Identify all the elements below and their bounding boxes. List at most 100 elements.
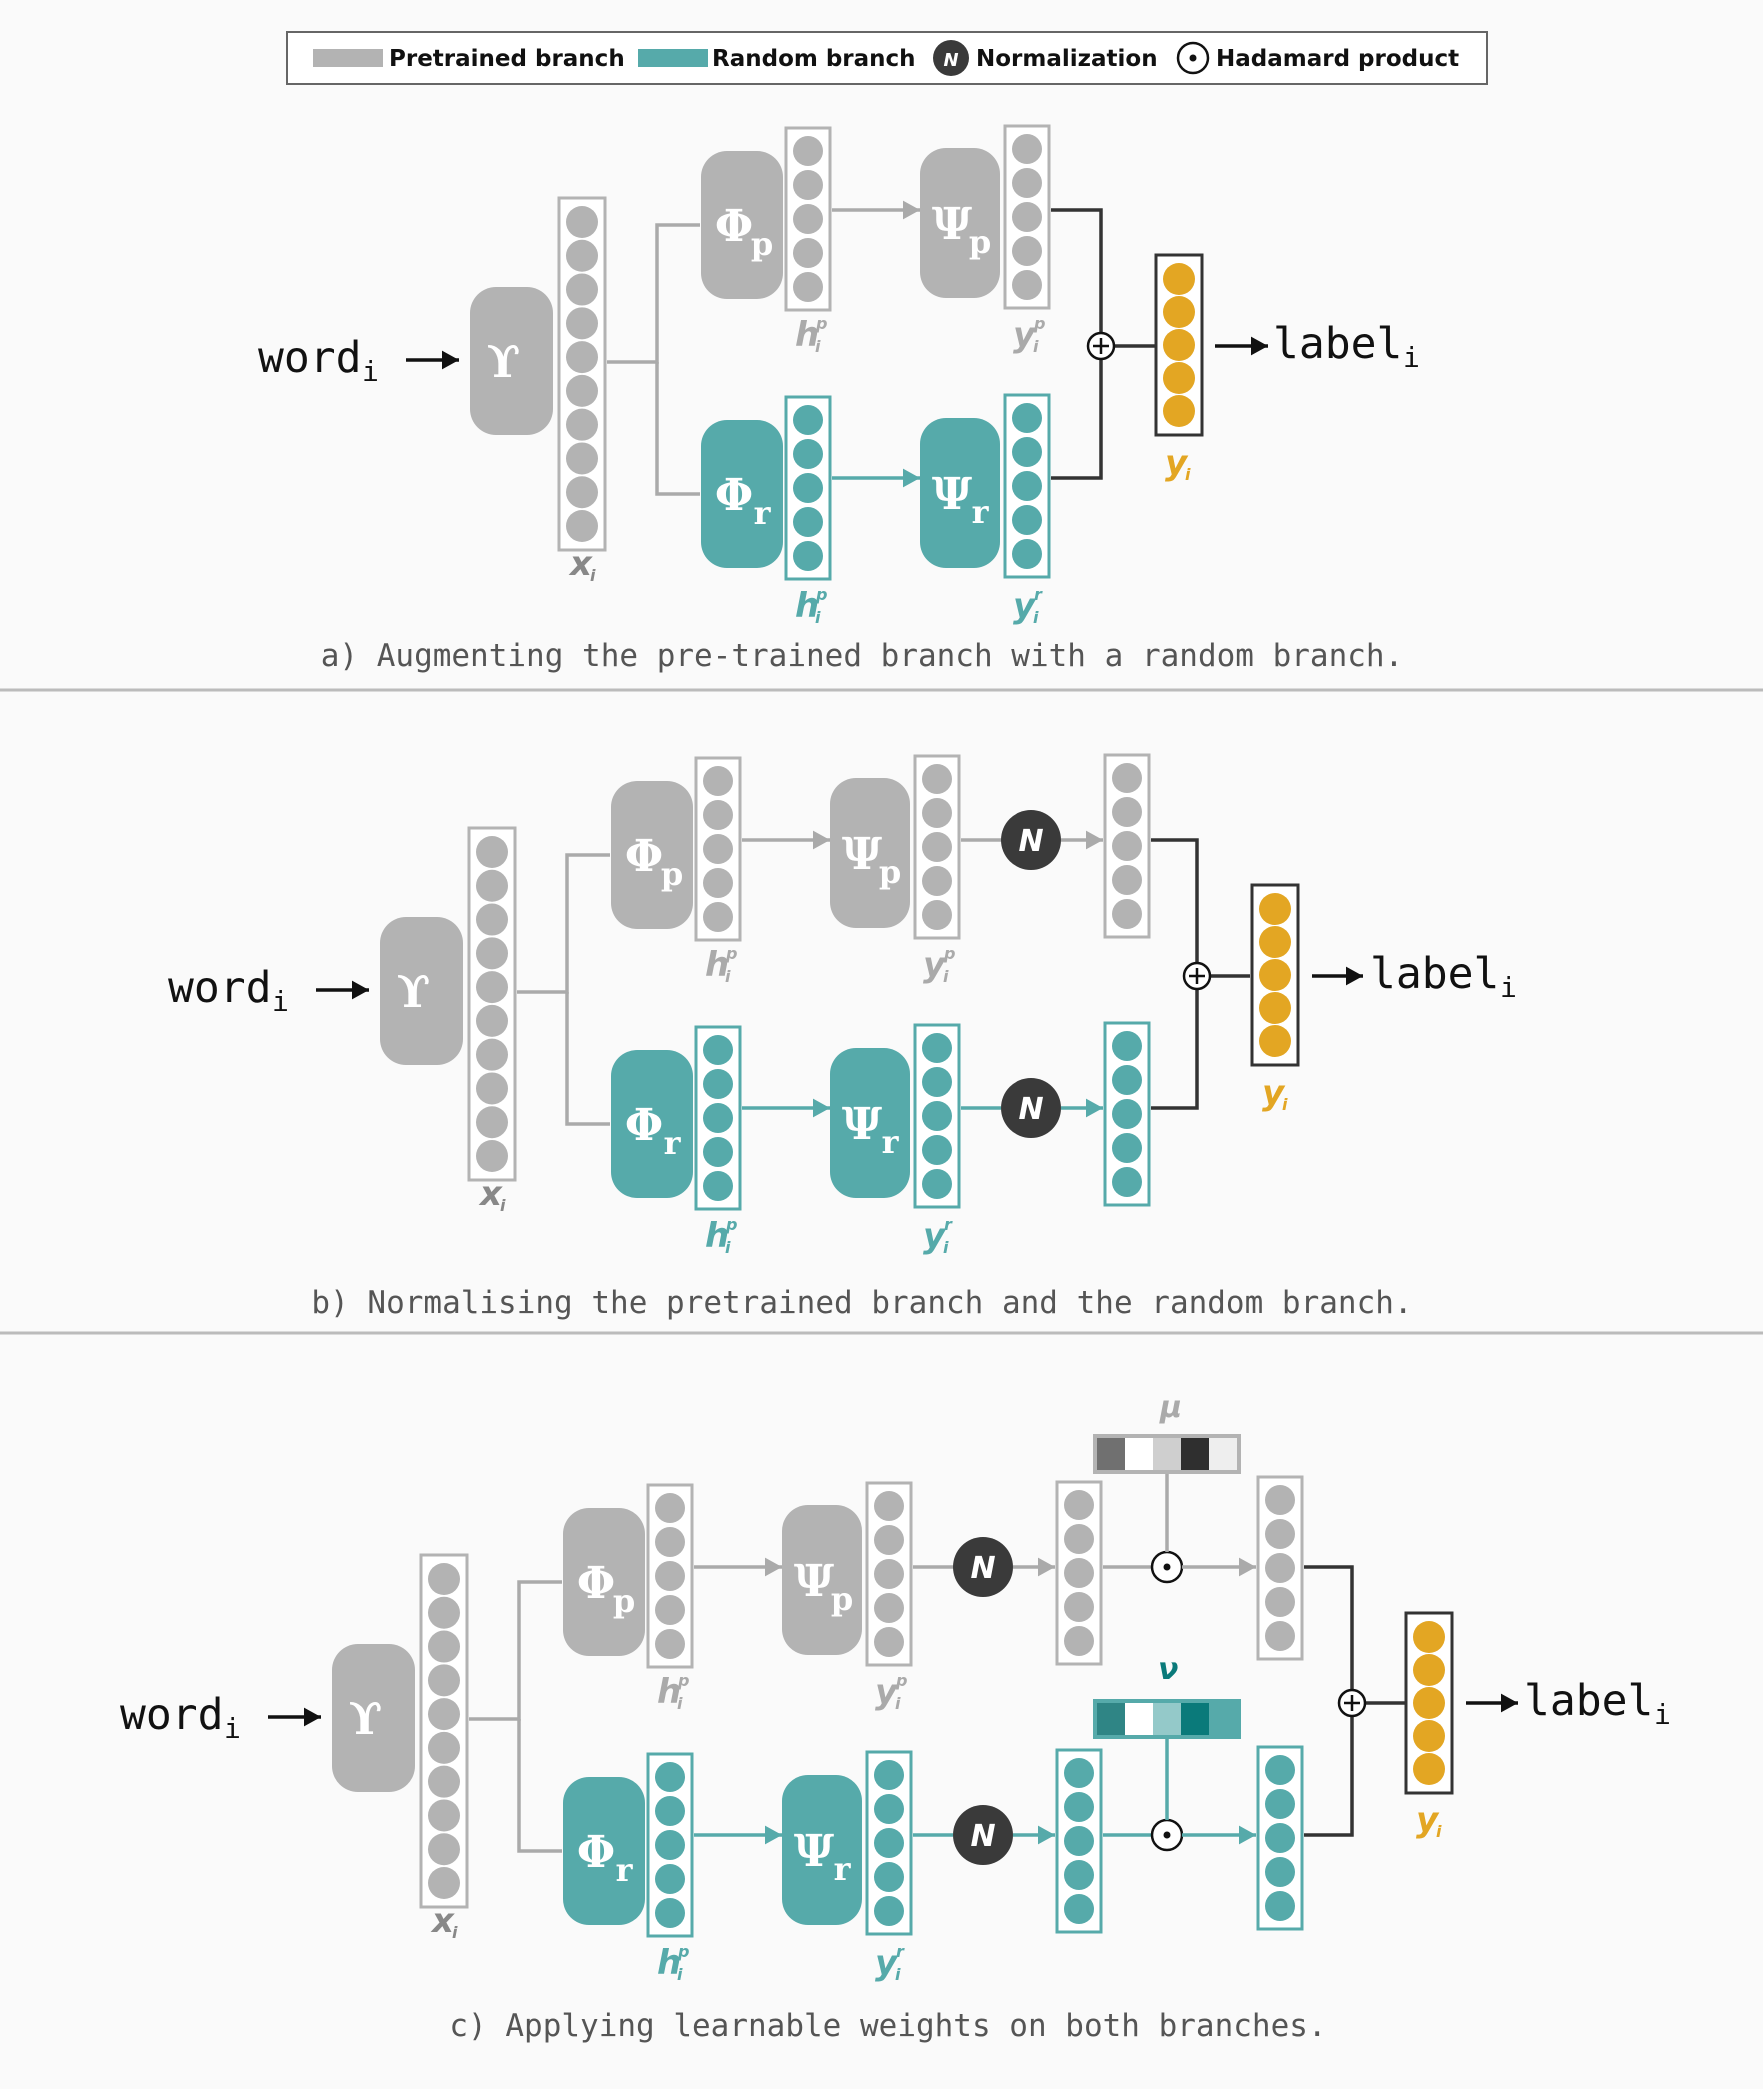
h-r-vector-unit: [703, 1035, 733, 1065]
phi-r-block-symbol: Φ: [577, 1827, 615, 1878]
x-vector-unit: [566, 510, 598, 542]
word-input-sub: i: [272, 985, 289, 1018]
h-p-vector-unit: [655, 1493, 685, 1523]
y-output-vector-unit: [1259, 959, 1291, 991]
x-vector-unit: [476, 1038, 508, 1071]
norm-node-top-label: N: [1018, 824, 1043, 859]
y-r-vector-unit: [1012, 403, 1042, 433]
y-r-vector-unit: [874, 1896, 904, 1926]
x-vector-unit: [428, 1664, 460, 1697]
y-p-vector-unit: [1012, 134, 1042, 164]
y-r-vector-unit: [1012, 539, 1042, 569]
x-vector-unit: [566, 341, 598, 374]
mu-weight-cell: [1125, 1438, 1153, 1470]
h-p-vector-unit: [703, 800, 733, 830]
x-vector-unit: [428, 1731, 460, 1764]
x-vector-unit: [476, 1106, 508, 1139]
h-r-label-sub: i: [725, 1238, 731, 1257]
y-r-vector-unit: [922, 1067, 952, 1097]
h-r-label: h: [657, 1943, 681, 1983]
x-vector-unit: [566, 476, 598, 509]
norm-p-vector-unit: [1112, 865, 1142, 895]
weighted-p-vector-unit: [1265, 1553, 1295, 1583]
hadamard-node-bottom-dot: [1163, 1831, 1171, 1839]
h-r-vector-unit: [793, 507, 823, 537]
psi-p-block-sub: p: [879, 853, 901, 891]
norm-r-vector-unit: [1112, 1133, 1142, 1163]
norm-bottom-arrow-head: [1038, 1825, 1055, 1845]
phi-r-to-psi-r-head: [903, 468, 920, 488]
output-arrow-head: [1251, 336, 1268, 356]
y-p-vector-unit: [1012, 270, 1042, 300]
nu-weight-cell: [1097, 1703, 1125, 1735]
h-p-label-sub: i: [677, 1694, 683, 1713]
x-vector-unit: [476, 937, 508, 970]
h-r-label-sup: p: [725, 1215, 737, 1234]
mu-weight-cell: [1097, 1438, 1125, 1470]
psi-r-block-sub: r: [834, 1850, 852, 1888]
phi-r-block-symbol: Φ: [625, 1100, 663, 1151]
y-output-vector-unit: [1163, 362, 1195, 394]
caption-a: a) Augmenting the pre-trained branch wit…: [321, 638, 1404, 674]
h-r-label: h: [705, 1216, 729, 1256]
y-r-vector-unit: [1012, 505, 1042, 535]
psi-p-block-symbol: Ψ: [842, 829, 882, 880]
norm-p-vector-unit: [1064, 1626, 1094, 1656]
psi-r-block-symbol: Ψ: [932, 469, 972, 520]
word-input-sub: i: [362, 355, 379, 388]
y-p-vector-unit: [874, 1593, 904, 1623]
phi-p-to-psi-p-head: [903, 200, 920, 220]
legend-normalization-label: Normalization: [976, 46, 1158, 72]
y-output-vector-unit: [1259, 1025, 1291, 1057]
y-output-vector-unit: [1163, 263, 1195, 295]
h-p-label: h: [657, 1672, 681, 1712]
psi-p-block-symbol: Ψ: [794, 1556, 834, 1607]
phi-p-to-psi-p-head: [765, 1557, 782, 1577]
phi-r-block-sub: r: [754, 494, 772, 532]
norm-r-vector-unit: [1064, 1758, 1094, 1788]
label-output: label: [1524, 1676, 1653, 1726]
y-r-vector-unit: [922, 1135, 952, 1165]
split-top: [607, 223, 700, 364]
x-label-sub: i: [500, 1196, 506, 1215]
y-p-label-sup: p: [943, 944, 955, 963]
weighted-p-vector-unit: [1265, 1621, 1295, 1651]
norm-top-arrow-head: [1038, 1557, 1055, 1577]
y-p-label-sub: i: [895, 1694, 901, 1713]
upsilon-block: [332, 1644, 415, 1792]
h-r-vector-unit: [793, 541, 823, 571]
psi-p-block-symbol: Ψ: [932, 199, 972, 250]
y-output-vector-unit: [1163, 395, 1195, 427]
phi-r-block-sub: r: [616, 1851, 634, 1889]
weighted-p-vector-unit: [1265, 1587, 1295, 1617]
h-r-vector-unit: [793, 439, 823, 469]
h-p-vector-unit: [793, 238, 823, 268]
weighted-r-vector-unit: [1265, 1789, 1295, 1819]
h-p-label-sub: i: [815, 337, 821, 356]
psi-p-block-sub: p: [831, 1580, 853, 1618]
nu-weight-cell: [1125, 1703, 1153, 1735]
y-r-vector-unit: [874, 1828, 904, 1858]
x-vector-unit: [566, 408, 598, 441]
norm-node-top: [1001, 810, 1061, 870]
caption-c: c) Applying learnable weights on both br…: [449, 2008, 1326, 2044]
psi-r-block-symbol: Ψ: [842, 1099, 882, 1150]
y-output-vector-unit: [1413, 1753, 1445, 1785]
y-output-label-sub: i: [1282, 1095, 1288, 1114]
y-output-vector-unit: [1413, 1654, 1445, 1686]
y-p-label: y: [923, 945, 947, 985]
norm-r-vector-unit: [1064, 1792, 1094, 1822]
hadamard-bottom-arrow-head: [1239, 1825, 1256, 1845]
y-r-label-sup: r: [896, 1942, 905, 1961]
x-vector-unit: [428, 1799, 460, 1832]
phi-r-to-psi-r-head: [765, 1825, 782, 1845]
norm-r-vector-unit: [1064, 1860, 1094, 1890]
h-p-vector-unit: [793, 204, 823, 234]
normalization-icon-label: N: [943, 50, 958, 71]
norm-r-vector-unit: [1112, 1167, 1142, 1197]
norm-r-vector-unit: [1064, 1826, 1094, 1856]
h-r-vector-unit: [655, 1898, 685, 1928]
label-output-sub: i: [1654, 1698, 1671, 1731]
mu-label: μ: [1159, 1390, 1182, 1425]
norm-p-vector-unit: [1112, 763, 1142, 793]
